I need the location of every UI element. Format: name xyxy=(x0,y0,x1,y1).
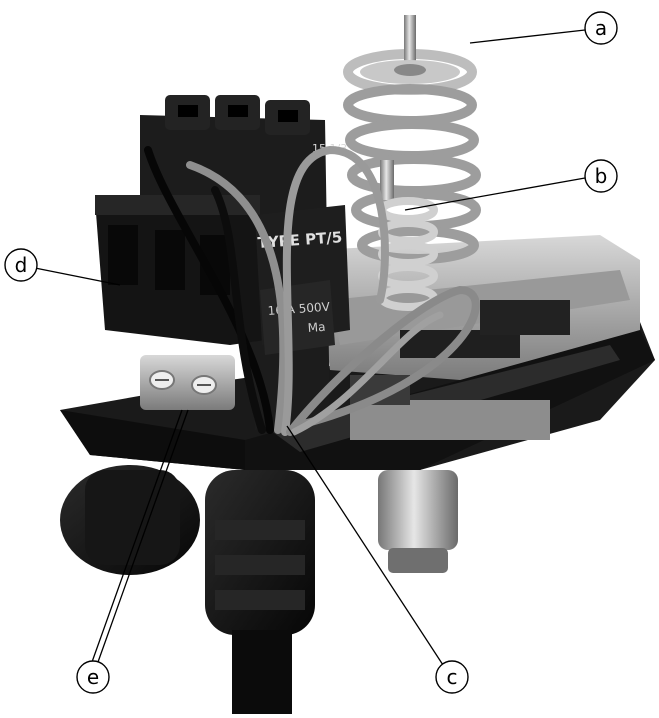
callout-b-label: b xyxy=(595,164,608,188)
large-spring xyxy=(343,49,481,264)
brand-fragment: Ma xyxy=(307,320,326,335)
cable-gland-left xyxy=(60,465,200,575)
leader-lines xyxy=(34,29,586,666)
power-cable xyxy=(232,630,292,714)
adjusting-screw-top xyxy=(360,15,460,84)
cable-gland-center xyxy=(205,470,315,635)
callout-c-label: c xyxy=(447,665,458,689)
brass-fitting xyxy=(378,470,458,573)
wires xyxy=(144,145,480,436)
earth-terminal xyxy=(140,355,235,410)
callout-d: d xyxy=(4,248,38,282)
callout-a-label: a xyxy=(595,16,607,40)
callout-e: e xyxy=(76,660,110,694)
callout-e-label: e xyxy=(87,665,99,689)
callout-a: a xyxy=(584,11,618,45)
type-label: TYPE PT/5 xyxy=(257,228,343,252)
callout-b: b xyxy=(584,159,618,193)
callout-c: c xyxy=(435,660,469,694)
callout-d-label: d xyxy=(15,253,28,277)
